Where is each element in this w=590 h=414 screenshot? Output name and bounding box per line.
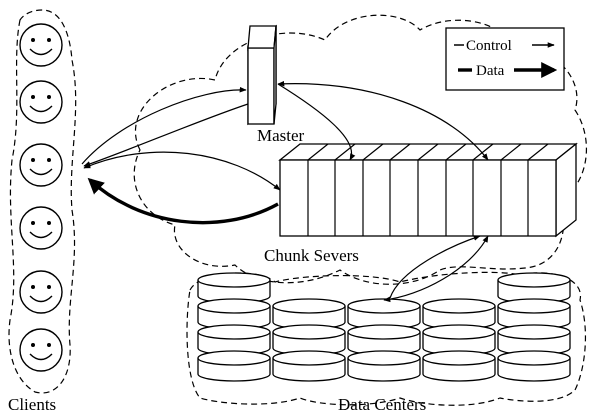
- disk-stack: [347, 298, 421, 382]
- control-arrow-master-chunkserver: [277, 80, 489, 161]
- client-face: [19, 328, 63, 372]
- chunk-servers-label: Chunk Severs: [264, 246, 359, 265]
- data-center-stacks: [197, 272, 571, 382]
- control-arrows: [81, 80, 489, 303]
- legend-control-label: Control: [466, 38, 512, 54]
- client-face: [19, 270, 63, 314]
- clients-boundary: [8, 9, 77, 394]
- data-centers-boundary: [186, 271, 587, 406]
- data-arrow-chunkserver-to-client: [87, 177, 279, 225]
- disk-stack: [197, 272, 271, 382]
- control-arrow-master-chunkserver-2: [277, 83, 356, 161]
- data-centers-label: Data Centers: [338, 395, 426, 414]
- client-face: [19, 80, 63, 124]
- master-label: Master: [257, 126, 305, 145]
- control-arrow-datacenter-chunkserver: [389, 235, 481, 299]
- clients-label: Clients: [8, 395, 56, 414]
- legend-data-label: Data: [476, 63, 505, 79]
- client-face: [19, 206, 63, 250]
- client-faces: [19, 23, 63, 372]
- client-face: [19, 23, 63, 67]
- disk-stack: [497, 272, 571, 382]
- disk-stack: [272, 298, 346, 382]
- chunk-servers: [278, 142, 578, 238]
- master-server: [247, 24, 277, 126]
- control-arrow-master-to-client: [83, 103, 249, 167]
- client-face: [19, 143, 63, 187]
- disk-stack: [422, 298, 496, 382]
- control-arrow-client-to-master: [81, 86, 247, 165]
- cloud-boundary: [133, 14, 587, 285]
- control-arrow-chunkserver-datacenter: [383, 235, 489, 303]
- legend-box: [445, 27, 565, 91]
- legend: Control Data: [445, 27, 565, 91]
- control-arrow-client-chunkserver: [83, 151, 281, 191]
